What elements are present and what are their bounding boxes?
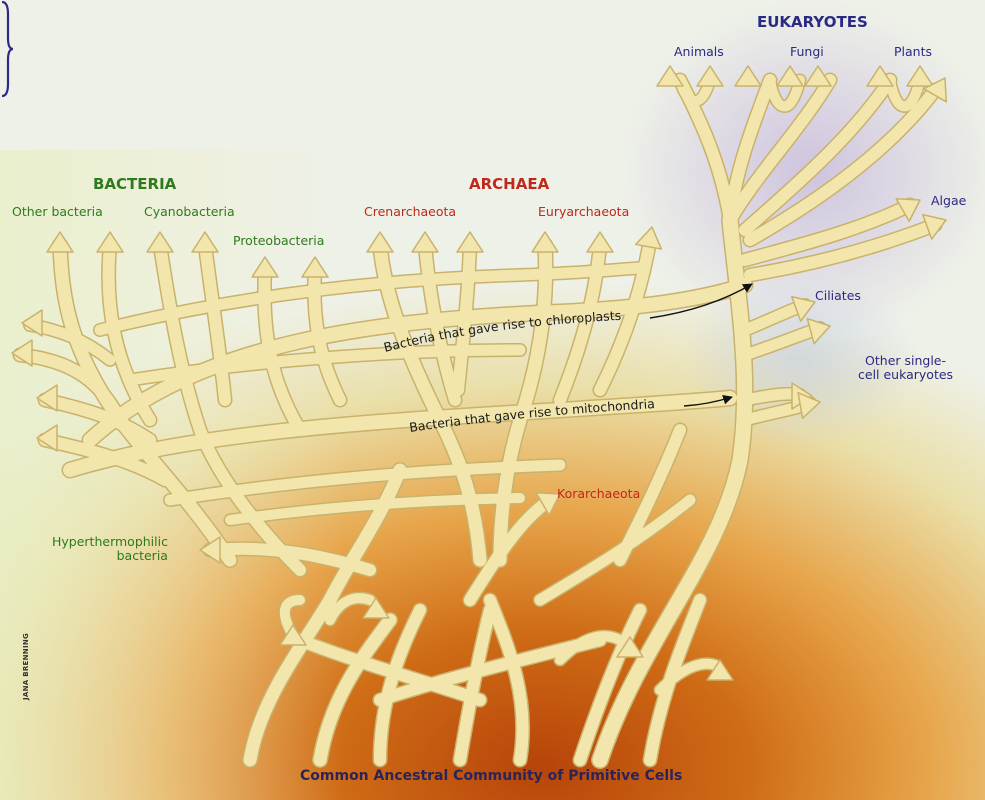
archaea-domain-label: ARCHAEA [469, 175, 550, 193]
branch [294, 634, 486, 706]
branch-arrowhead [96, 231, 124, 253]
animals-label: Animals [674, 44, 724, 59]
arrow-heads [11, 65, 948, 681]
branch [493, 238, 553, 567]
root-caption: Common Ancestral Community of Primitive … [300, 768, 683, 784]
branch [744, 84, 941, 246]
euryarchaeota-label: Euryarchaeota [538, 204, 630, 219]
crenarchaeota-label: Crenarchaeota [364, 204, 457, 219]
branch [724, 74, 836, 226]
artist-credit: JANA BRENNING [22, 632, 30, 700]
proteobacteria-label: Proteobacteria [233, 233, 325, 248]
branch [554, 239, 606, 406]
branch-arrowhead [656, 65, 684, 87]
branch-arrowhead [776, 65, 804, 87]
branch-arrowhead [535, 491, 561, 517]
branch [655, 658, 720, 695]
branch [94, 262, 646, 336]
korarchaeota-label: Korarchaeota [557, 486, 641, 501]
branch [14, 349, 126, 426]
branch-arrowhead [922, 77, 948, 103]
branch-arrowhead [36, 384, 58, 412]
branch [724, 74, 776, 226]
branch-arrowhead [696, 65, 724, 87]
branch-arrowhead [21, 309, 43, 337]
branch-arrowhead [191, 231, 219, 253]
branch [765, 75, 805, 112]
branch [83, 278, 752, 447]
hyperthermophilic-bacteria-label: Hyperthermophilic bacteria [52, 534, 168, 564]
branch [555, 631, 625, 665]
branch-arrowhead [456, 231, 484, 253]
branch-arrowhead [36, 424, 58, 452]
branch-arrowhead [531, 231, 559, 253]
branch-arrowhead [616, 636, 644, 658]
branch-arrowhead [906, 65, 934, 87]
branch-arrowhead [366, 231, 394, 253]
ciliates-label: Ciliates [815, 288, 861, 303]
branch [484, 594, 529, 766]
branch [313, 613, 397, 767]
branch-arrowhead [251, 256, 279, 278]
branch-arrowhead [791, 295, 816, 322]
branch-network [12, 72, 943, 769]
branch [199, 239, 231, 406]
branch [739, 74, 896, 236]
bacteria-domain-label: BACTERIA [93, 175, 177, 193]
branch [325, 593, 375, 625]
branch [885, 75, 925, 112]
fungi-label: Fungi [790, 44, 824, 59]
branch [243, 463, 407, 767]
branch-arrowhead [706, 659, 734, 681]
branch-arrowhead [866, 65, 894, 87]
branch [594, 234, 656, 396]
branch-arrowhead [895, 197, 921, 223]
branch [63, 391, 737, 477]
other-bacteria-label: Other bacteria [12, 204, 103, 219]
branch [154, 239, 306, 576]
branch-arrowhead [146, 231, 174, 253]
branch-arrowhead [362, 597, 390, 619]
branch-arrowhead [734, 65, 762, 87]
branch-arrowhead [586, 231, 614, 253]
grouping-brace [1, 0, 14, 98]
branch [124, 344, 526, 386]
branch [739, 199, 916, 266]
branch-arrowhead [301, 256, 329, 278]
plants-label: Plants [894, 44, 933, 59]
branch [574, 604, 646, 766]
branch-arrowhead [46, 231, 74, 253]
other-single-cell-eukaryotes-label: Other single- cell eukaryotes [858, 353, 954, 383]
branch-arrowhead [11, 339, 33, 367]
branch [464, 494, 556, 606]
branch-arrowhead [199, 536, 221, 564]
mitochondria-pointer [683, 394, 733, 407]
branch [592, 212, 753, 768]
algae-label: Algae [931, 193, 967, 208]
branch [744, 219, 941, 281]
branch [164, 459, 566, 506]
branch-arrowhead [797, 391, 821, 420]
branch-arrowhead [804, 65, 832, 87]
branch-arrowhead [411, 231, 439, 253]
branch-arrowhead [279, 624, 307, 646]
cyanobacteria-label: Cyanobacteria [144, 204, 235, 219]
branch [279, 595, 305, 635]
chloroplast-pointer [649, 283, 753, 319]
branch-arrowhead [634, 226, 663, 250]
branch-arrowhead [806, 317, 831, 345]
branch-arrowhead [922, 213, 947, 240]
branch [39, 394, 156, 446]
eukaryotes-domain-label: EUKARYOTES [757, 13, 868, 31]
branch [534, 494, 696, 606]
